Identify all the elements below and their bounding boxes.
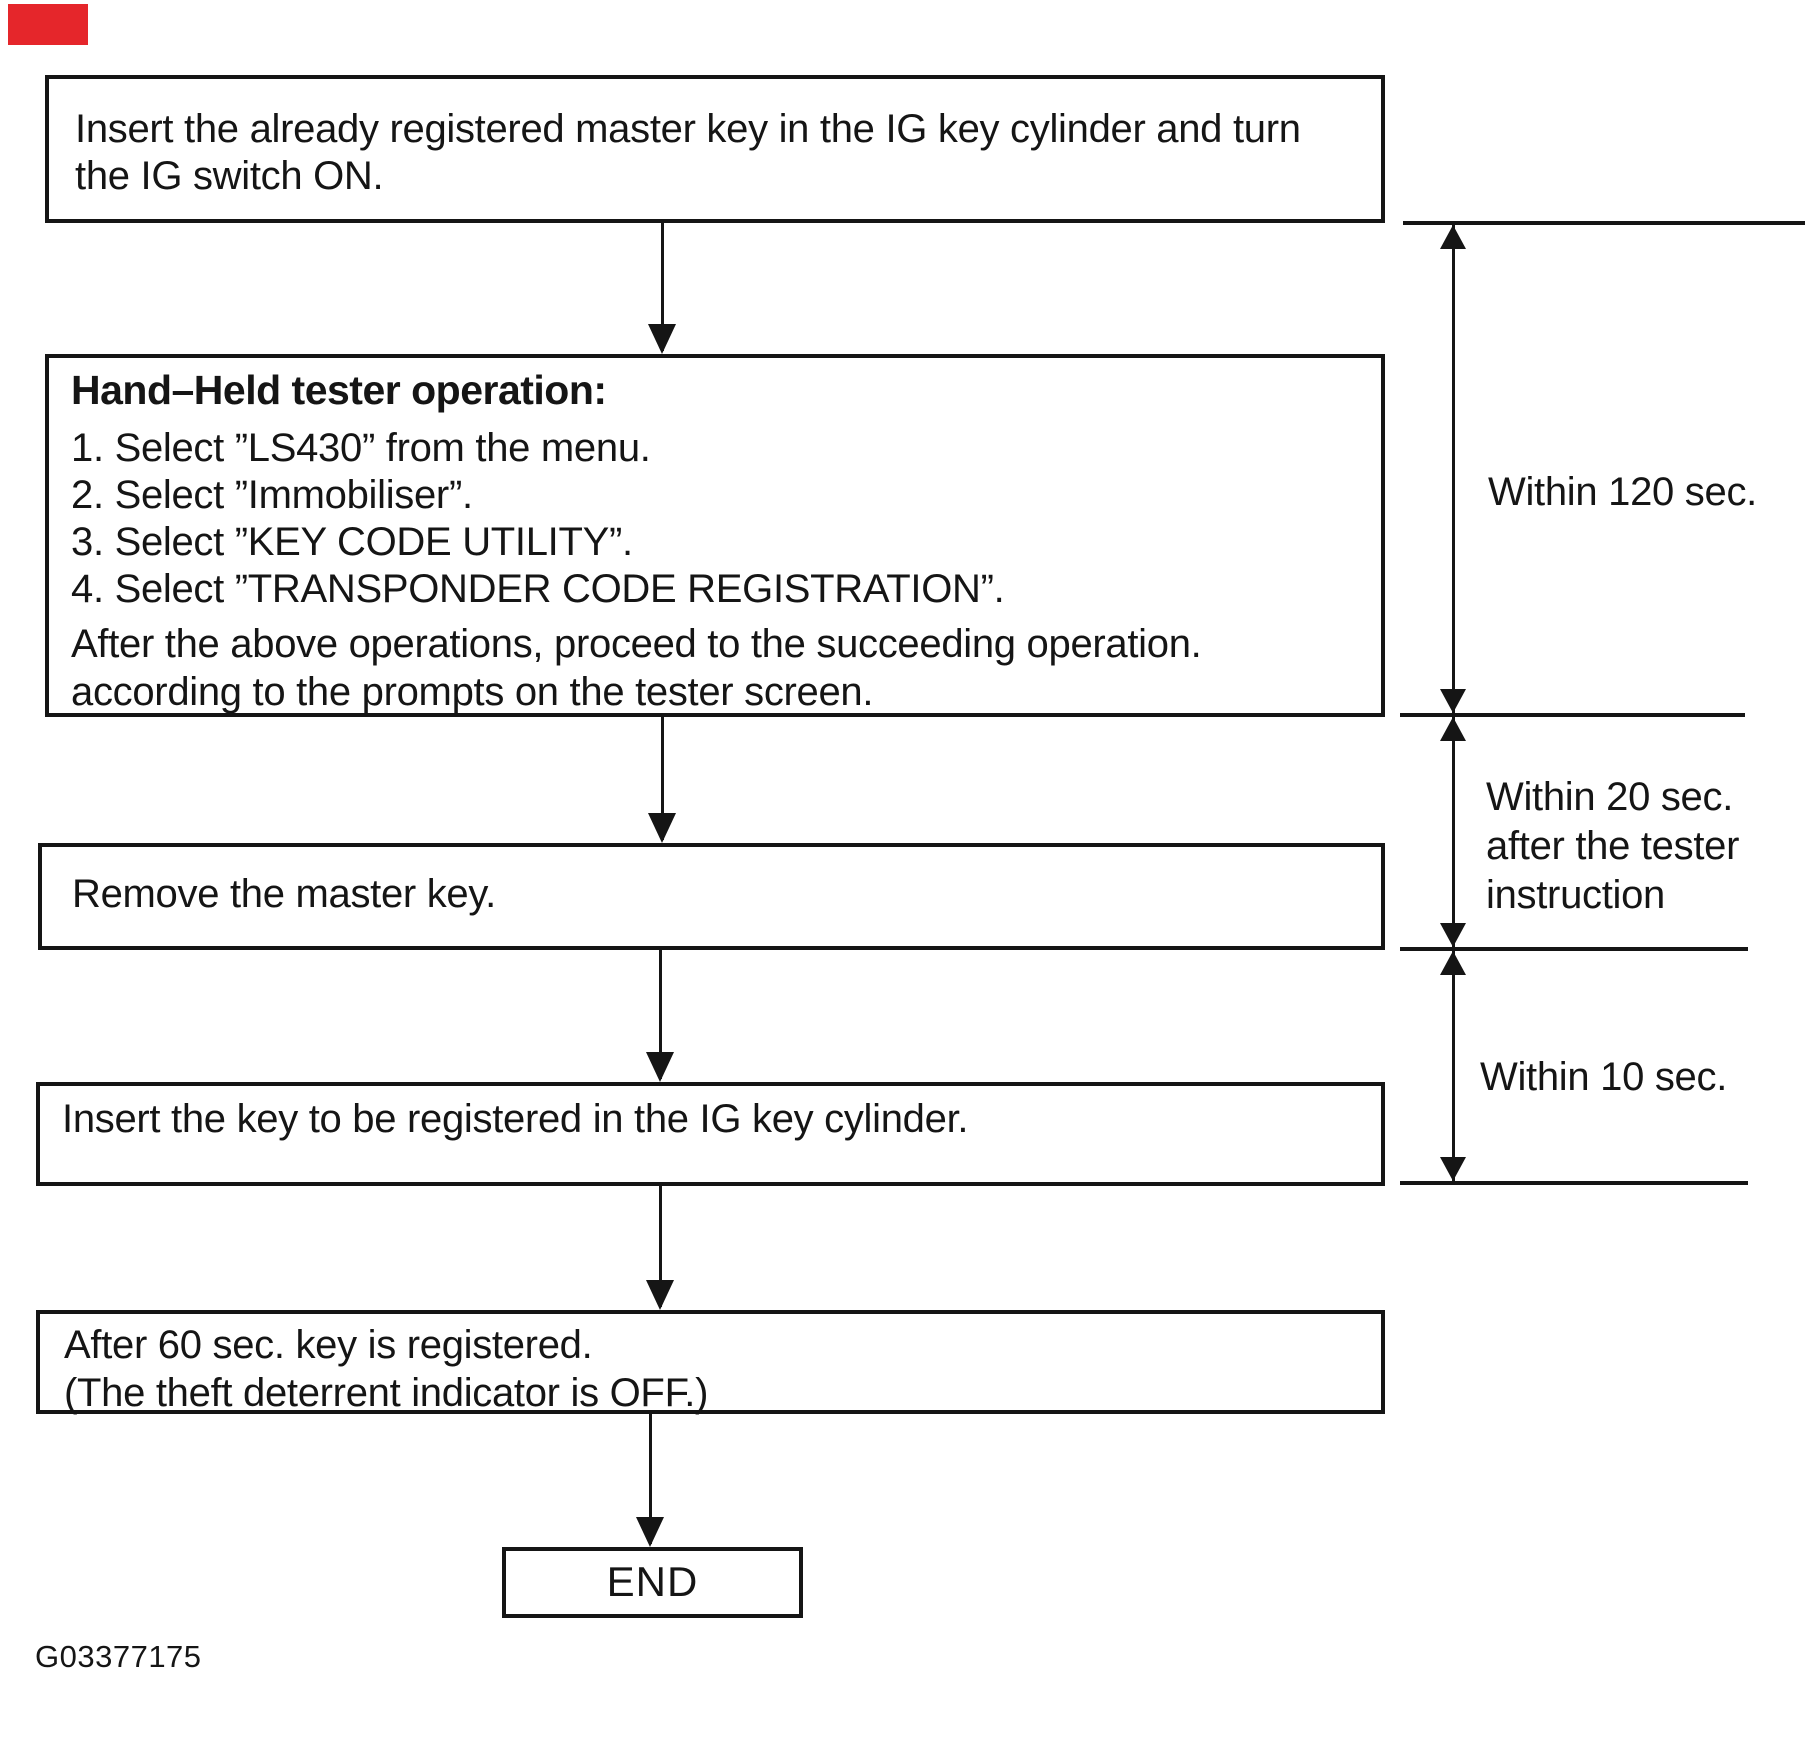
timing-bracket-10sec <box>1452 951 1455 1181</box>
timing-label-within-10-sec: Within 10 sec. <box>1480 1055 1728 1099</box>
connector-line-5 <box>649 1414 652 1544</box>
connector-line-1 <box>661 223 664 351</box>
timing-label-within-20-sec: Within 20 sec. after the tester instruct… <box>1486 773 1739 920</box>
connector-line-3 <box>659 950 662 1079</box>
arrowhead-down-icon <box>646 1052 674 1082</box>
flow-box-end: END <box>502 1547 803 1618</box>
arrowhead-down-icon <box>648 324 676 354</box>
flow-box-step5: After 60 sec. key is registered. (The th… <box>36 1310 1385 1415</box>
step2-item-list: 1. Select ”LS430” from the menu. 2. Sele… <box>71 425 1361 613</box>
flow-box-step1: Insert the already registered master key… <box>45 75 1385 223</box>
timing-bracket-120sec <box>1452 225 1455 713</box>
flow-box-step4: Insert the key to be registered in the I… <box>36 1082 1385 1186</box>
step2-item-2: 2. Select ”Immobiliser”. <box>71 473 473 517</box>
timing-tick-line-1 <box>1403 221 1805 225</box>
step2-note-line1: After the above operations, proceed to t… <box>71 622 1202 666</box>
timing-tick-line-2 <box>1400 713 1745 717</box>
connector-line-2 <box>661 717 664 840</box>
arrowhead-down-icon <box>1440 923 1466 947</box>
step2-heading: Hand–Held tester operation: <box>71 367 607 413</box>
step2-item-4: 4. Select ”TRANSPONDER CODE REGISTRATION… <box>71 567 1005 611</box>
timing-tick-line-3 <box>1400 947 1748 951</box>
timing-label-20sec-line2: after the tester <box>1486 824 1740 868</box>
step3-text: Remove the master key. <box>72 872 496 916</box>
connector-line-4 <box>659 1186 662 1307</box>
arrowhead-down-icon <box>1440 689 1466 713</box>
timing-label-within-120-sec: Within 120 sec. <box>1488 470 1757 514</box>
step5-text-line1: After 60 sec. key is registered. <box>64 1323 593 1367</box>
end-label: END <box>606 1558 699 1605</box>
arrowhead-down-icon <box>646 1280 674 1310</box>
arrowhead-up-icon <box>1440 951 1466 975</box>
flow-box-step2-tester-operation: Hand–Held tester operation: 1. Select ”L… <box>45 354 1385 717</box>
flow-box-step3: Remove the master key. <box>38 843 1385 950</box>
step2-note: After the above operations, proceed to t… <box>71 620 1361 716</box>
step1-text-line2: the IG switch ON. <box>75 154 384 198</box>
arrowhead-up-icon <box>1440 717 1466 741</box>
figure-id: G03377175 <box>35 1639 202 1674</box>
red-corner-marker <box>8 4 88 45</box>
step2-item-3: 3. Select ”KEY CODE UTILITY”. <box>71 520 633 564</box>
step4-text: Insert the key to be registered in the I… <box>62 1097 969 1141</box>
timing-tick-line-4 <box>1400 1181 1748 1185</box>
step2-note-line2: according to the prompts on the tester s… <box>71 670 874 714</box>
step1-text-line1: Insert the already registered master key… <box>75 107 1301 151</box>
step5-text-line2: (The theft deterrent indicator is OFF.) <box>64 1371 709 1415</box>
timing-bracket-20sec <box>1452 717 1455 947</box>
arrowhead-up-icon <box>1440 225 1466 249</box>
arrowhead-down-icon <box>1440 1157 1466 1181</box>
arrowhead-down-icon <box>648 813 676 843</box>
arrowhead-down-icon <box>636 1517 664 1547</box>
step2-item-1: 1. Select ”LS430” from the menu. <box>71 426 651 470</box>
timing-label-20sec-line3: instruction <box>1486 873 1666 917</box>
timing-label-20sec-line1: Within 20 sec. <box>1486 775 1734 819</box>
